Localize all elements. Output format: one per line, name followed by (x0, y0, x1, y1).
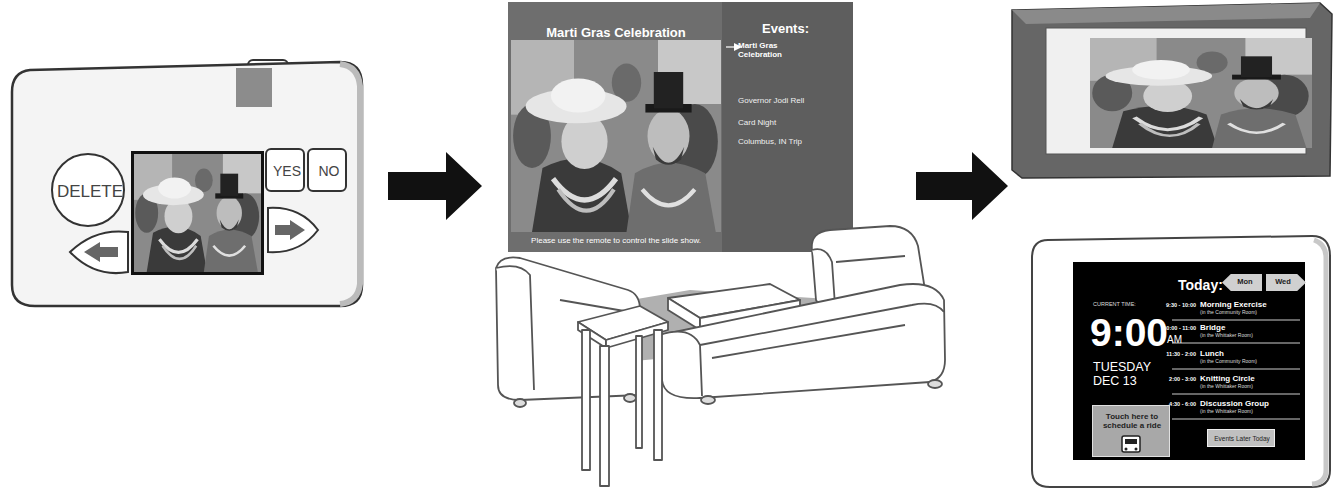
node-text: DELETE (53, 182, 127, 202)
furniture (496, 226, 945, 486)
node-text: Today: (1178, 277, 1228, 293)
schedule-text: 2:00 - 3:00 (1148, 376, 1196, 382)
delete-button: DELETE (51, 153, 125, 227)
wed-button: Wed (1266, 274, 1306, 291)
node-text: TUESDAY DEC 13 (1093, 360, 1165, 389)
node-text: Events: (762, 22, 842, 37)
later-events-button: Events Later Today (1207, 429, 1275, 447)
schedule-text: (in the Community Room) (1200, 310, 1300, 316)
flow-arrow (916, 152, 1008, 220)
node-text: Marti Gras Celebration (510, 26, 722, 41)
schedule-text: (in the Community Room) (1200, 359, 1300, 365)
node-text: AM (1167, 334, 1187, 346)
tablet (1032, 236, 1330, 487)
node-text: Events Later Today (1208, 435, 1276, 442)
projection (508, 2, 853, 252)
tablet-screen: CURRENT TIME:9:00AMTUESDAY DEC 13Today:M… (1073, 262, 1305, 460)
node-text: Wed (1266, 278, 1300, 287)
node-text: NO (309, 163, 349, 179)
schedule-text: Lunch (1200, 349, 1300, 358)
flow-arrow (388, 152, 482, 220)
ride-button: Touch here to schedule a ride (1092, 405, 1170, 457)
schedule-text: Morning Exercise (1200, 300, 1300, 309)
camera (12, 60, 362, 306)
node-text: Columbus, IN Trip (738, 137, 848, 146)
schedule-text: Bridge (1200, 323, 1300, 332)
mon-button: Mon (1222, 274, 1262, 291)
node-text: YES (267, 163, 307, 179)
yes-button: YES (265, 148, 305, 192)
node-text: Mon (1228, 278, 1262, 287)
node-text: Marti Gras Celebration (738, 41, 818, 59)
projected-screen: Marti Gras CelebrationPlease use the rem… (508, 2, 853, 252)
node-text: CURRENT TIME: (1093, 301, 1163, 307)
schedule-text: (in the Whittaker Room) (1200, 409, 1300, 415)
node-text: Governor Jodi Rell (738, 96, 848, 105)
schedule-text: Knitting Circle (1200, 374, 1300, 383)
node-text: Please use the remote to control the sli… (510, 236, 722, 245)
node-text: Touch here to schedule a ride (1095, 412, 1169, 430)
schedule-text: 10:00 - 11:00 (1148, 325, 1196, 331)
schedule-text: 4:30 - 6:00 (1148, 401, 1196, 407)
no-button: NO (307, 148, 347, 192)
node-text: Card Night (738, 118, 848, 127)
schedule-text: 11:30 - 2:00 (1148, 351, 1196, 357)
events-panel: Events: Marti Gras CelebrationGovernor Jo… (722, 2, 853, 252)
schedule-text: (in the Whittaker Room) (1200, 384, 1300, 390)
node-text: 9:00 (1090, 311, 1170, 356)
digital-frame (1012, 3, 1332, 178)
schedule-text: Discussion Group (1200, 399, 1300, 408)
schedule-text: (in the Whittaker Room) (1200, 333, 1300, 339)
schedule-text: 9:30 - 10:00 (1148, 302, 1196, 308)
